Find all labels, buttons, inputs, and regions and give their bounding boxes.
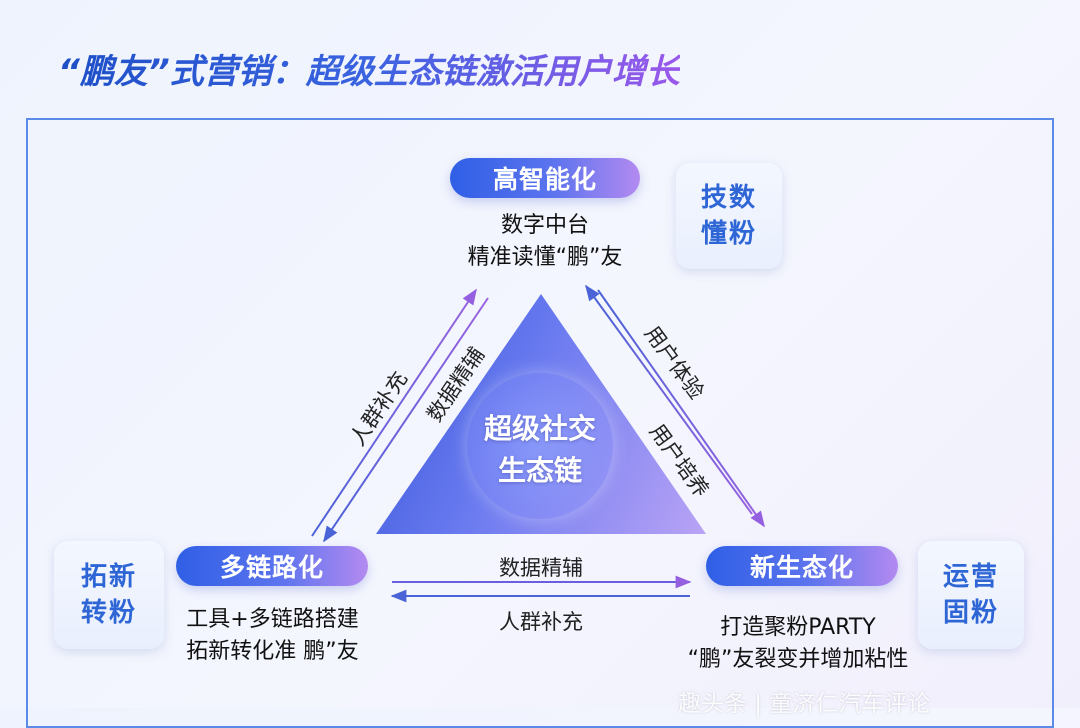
card-left-line2: 转粉 [80, 598, 137, 628]
core-label-line1: 超级社交 [483, 412, 596, 445]
node-left-desc: 工具+多链路搭建 拓新转化准 鹏”友 [160, 604, 385, 668]
arrow-left-up [311, 288, 477, 537]
core-label: 超级社交 生态链 [467, 408, 613, 492]
card-right-text: 运营 固粉 [939, 559, 1003, 631]
card-top-line1: 技数 [700, 183, 757, 213]
card-right: 运营 固粉 [918, 541, 1024, 649]
card-left: 拓新 转粉 [54, 541, 164, 649]
arrow-left-down [323, 297, 489, 543]
node-top-desc: 数字中台 精准读懂“鹏”友 [430, 210, 660, 274]
node-left-pill: 多链路化 [176, 546, 368, 586]
node-top-desc-line1: 数字中台 [500, 213, 589, 238]
node-right-desc-line1: 打造聚粉PARTY [720, 615, 876, 640]
arrow-right-up [585, 284, 753, 515]
node-left-desc-line1: 工具+多链路搭建 [186, 607, 359, 632]
arrow-right-down [597, 289, 765, 528]
card-right-line2: 固粉 [942, 598, 999, 628]
node-right-desc-line2: “鹏”友裂变并增加粘性 [687, 647, 909, 672]
card-top-line2: 懂粉 [700, 219, 757, 249]
card-left-text: 拓新 转粉 [77, 559, 141, 631]
core-label-line2: 生态链 [497, 454, 582, 487]
flow-bottom-bottom-label: 人群补充 [499, 610, 583, 634]
core-circle [467, 373, 613, 519]
watermark: 趣头条 | 童济仁汽车评论 [678, 691, 931, 717]
card-top-text: 技数 懂粉 [697, 180, 761, 252]
flow-bottom-top-label: 数据精辅 [499, 556, 583, 580]
node-left-desc-line2: 拓新转化准 鹏”友 [186, 639, 359, 664]
card-top: 技数 懂粉 [676, 163, 782, 269]
flow-arrows [311, 284, 765, 603]
card-left-line1: 拓新 [80, 562, 137, 592]
node-right-desc: 打造聚粉PARTY “鹏”友裂变并增加粘性 [658, 612, 938, 676]
node-right-pill: 新生态化 [706, 546, 898, 586]
card-right-line1: 运营 [942, 562, 999, 592]
node-top-pill: 高智能化 [450, 158, 640, 198]
page-title: “鹏友”式营销：超级生态链激活用户增长 [58, 44, 680, 93]
node-top-desc-line2: 精准读懂“鹏”友 [467, 245, 623, 270]
